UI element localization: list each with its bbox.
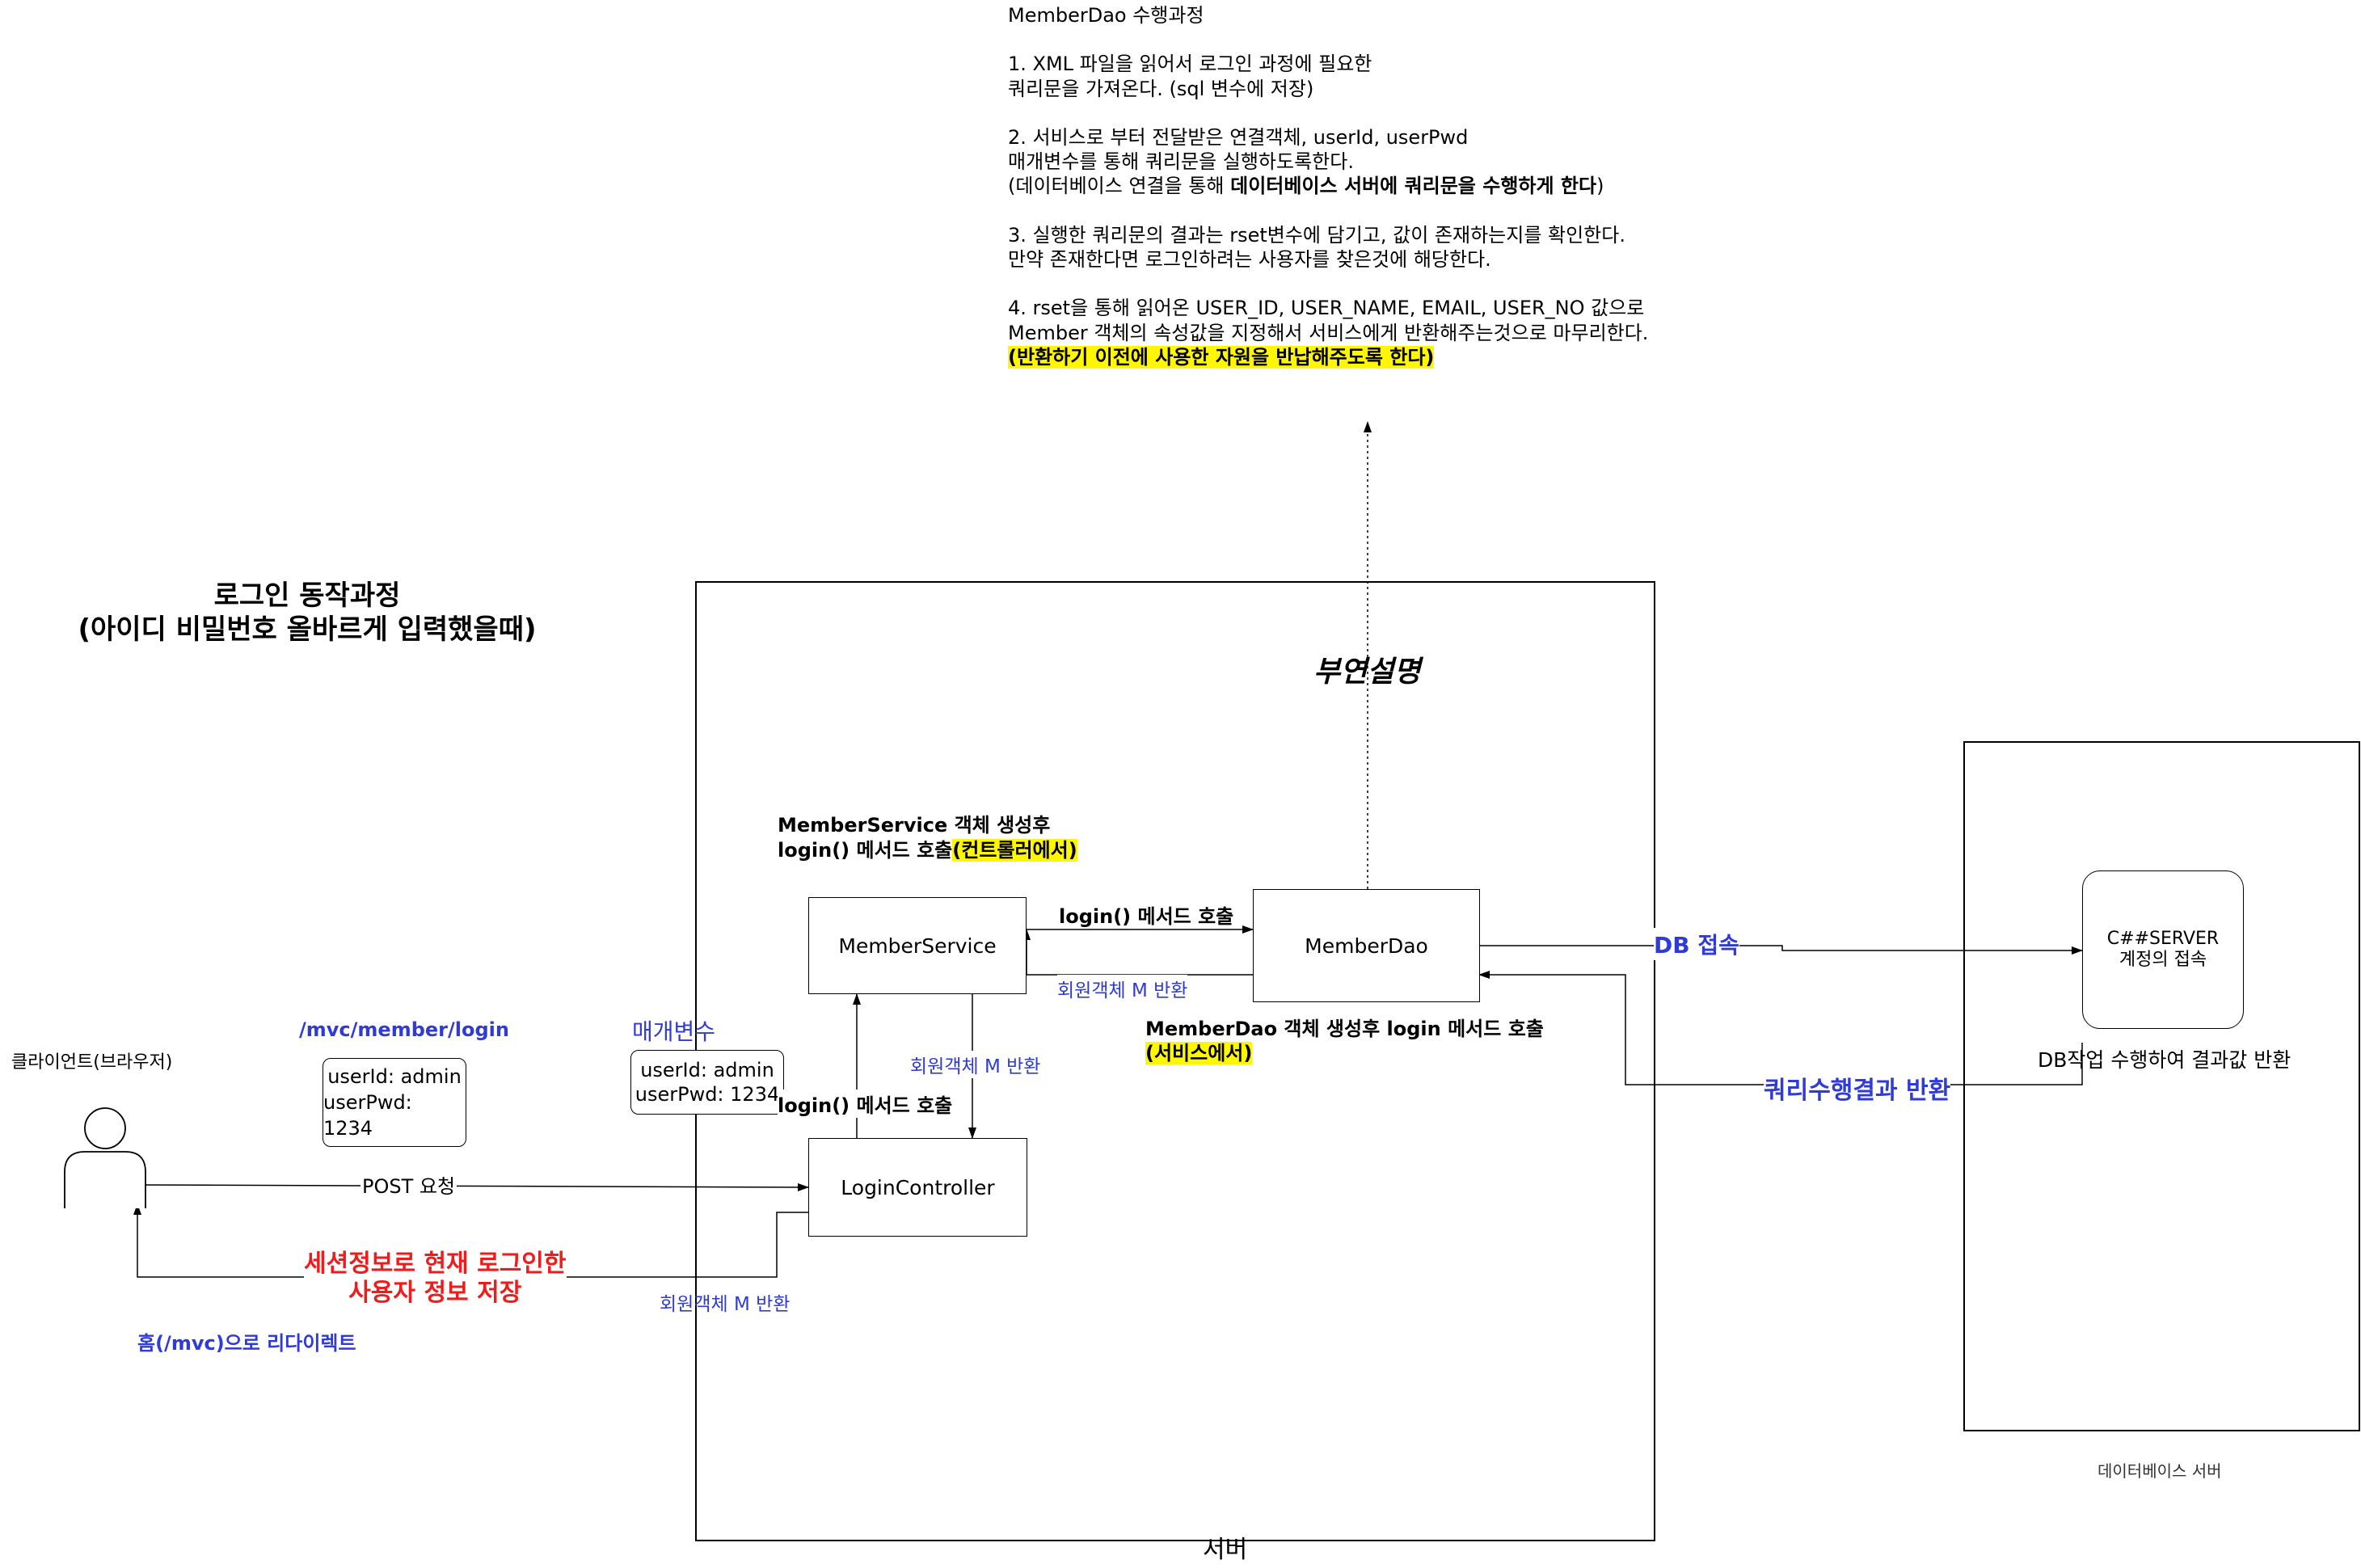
member-service-label: MemberService	[838, 934, 997, 958]
redirect-arrow	[133, 1203, 808, 1278]
member-dao-box: MemberDao	[1253, 889, 1480, 1002]
notes-step3-line1: 3. 실행한 쿼리문의 결과는 rset변수에 담기고, 값이 존재하는지를 확…	[1008, 223, 1625, 247]
post-request-label: POST 요청	[360, 1170, 457, 1199]
db-server-frame	[1963, 741, 2360, 1431]
redirect-label: 홈(/mvc)으로 리다이렉트	[137, 1332, 356, 1355]
service-note-line2a: login() 메서드 호출	[778, 839, 953, 862]
query-result-label: 쿼리수행결과 반환	[1764, 1070, 1951, 1106]
param-label: 매개변수	[632, 1018, 716, 1045]
dao-to-service-arrow	[1022, 929, 1253, 976]
dao-create-note: MemberDao 객체 생성후 login 메서드 호출 (서비스에서)	[1145, 1017, 1544, 1065]
dao-note-line1: MemberDao 객체 생성후 login 메서드 호출	[1145, 1018, 1544, 1040]
notes-step2-line2: 매개변수를 통해 쿼리문을 실행하도록한다.	[1008, 150, 1354, 174]
server-label: 서버	[1203, 1536, 1248, 1564]
session-line2: 사용자 정보 저장	[348, 1279, 522, 1307]
diagram-title: 로그인 동작과정 (아이디 비밀번호 올바르게 입력했을때)	[0, 579, 614, 647]
dao-note-line2: (서비스에서)	[1145, 1042, 1253, 1064]
return-m-right: 회원객체 M 반환	[910, 1051, 1041, 1078]
notes-step2-line3-b: 데이터베이스 서버에 쿼리문을 수행하게 한다	[1230, 175, 1597, 198]
param-userid: userId: admin	[327, 1065, 462, 1088]
db-account-line1: C##SERVER	[2106, 929, 2220, 949]
diagram-title-line2: (아이디 비밀번호 올바르게 입력했을때)	[78, 613, 537, 646]
notes-step2-line3-a: (데이터베이스 연결을 통해	[1008, 175, 1231, 198]
diagram-title-line1: 로그인 동작과정	[213, 580, 401, 612]
db-server-label: 데이터베이스 서버	[2097, 1461, 2222, 1481]
notes-step2-line3-c: )	[1596, 175, 1604, 198]
login-controller-label: LoginController	[841, 1175, 995, 1199]
member-service-box: MemberService	[808, 897, 1027, 994]
service-create-note: MemberService 객체 생성후 login() 메서드 호출(컨트롤러…	[778, 813, 1077, 863]
client-label: 클라이언트(브라우저)	[11, 1052, 173, 1073]
service-note-line1: MemberService 객체 생성후	[778, 814, 1051, 837]
session-line1: 세션정보로 현재 로그인한	[304, 1250, 567, 1278]
notes-step4-line2: Member 객체의 속성값을 지정해서 서비스에게 반환해주는것으로 마무리한…	[1008, 321, 1649, 344]
param-userpwd: userPwd: 1234	[323, 1091, 412, 1140]
post-request-arrow	[137, 1182, 809, 1191]
user-icon	[64, 1107, 146, 1208]
login-call-from-service: login() 메서드 호출	[1059, 905, 1234, 928]
session-save-label: 세션정보로 현재 로그인한 사용자 정보 저장	[304, 1250, 567, 1308]
notes-step2-line3: (데이터베이스 연결을 통해 데이터베이스 서버에 쿼리문을 수행하게 한다)	[1008, 174, 1648, 198]
db-account-box: C##SERVER 계정의 접속	[2082, 870, 2244, 1029]
return-m-bottom: 회원객체 M 반환	[660, 1294, 791, 1315]
extra-explanation-label: 부연설명	[1313, 655, 1421, 689]
param2-userid: userId: admin	[640, 1059, 774, 1081]
param2-userpwd: userPwd: 1234	[635, 1083, 780, 1106]
request-url: /mvc/member/login	[299, 1018, 509, 1041]
service-note-line2b: (컨트롤러에서)	[952, 839, 1077, 862]
notes-step1-line1: 1. XML 파일을 읽어서 로그인 과정에 필요한	[1008, 53, 1372, 76]
notes-step4-line1: 4. rset을 통해 읽어온 USER_ID, USER_NAME, EMAI…	[1008, 297, 1645, 320]
login-controller-box: LoginController	[808, 1138, 1027, 1237]
member-dao-label: MemberDao	[1305, 934, 1428, 958]
notes-step3-line2: 만약 존재한다면 로그인하려는 사용자를 찾은것에 해당한다.	[1008, 248, 1491, 272]
db-to-dao-arrow	[1478, 971, 2083, 1085]
db-connect-label: DB 접속	[1654, 928, 1739, 960]
notes-step1-line2: 쿼리문을 가져온다. (sql 변수에 저장)	[1008, 77, 1314, 100]
dao-to-db-arrow	[1479, 945, 2083, 955]
db-work-label: DB작업 수행하여 결과값 반환	[2038, 1048, 2291, 1072]
return-m-mid: 회원객체 M 반환	[1057, 975, 1188, 1002]
notes-step4-line3: (반환하기 이전에 사용한 자원을 반납해주도록 한다)	[1008, 345, 1435, 369]
notes-step2-line1: 2. 서비스로 부터 전달받은 연결객체, userId, userPwd	[1008, 126, 1469, 150]
login-call-from-controller: login() 메서드 호출	[778, 1090, 953, 1118]
db-account-line2: 계정의 접속	[2119, 950, 2207, 970]
method-params-box: userId: admin userPwd: 1234	[630, 1050, 784, 1115]
request-params-box: userId: admin userPwd: 1234	[323, 1058, 466, 1147]
notes-title: MemberDao 수행과정	[1008, 4, 1204, 27]
dao-process-notes: MemberDao 수행과정 1. XML 파일을 읽어서 로그인 과정에 필요…	[1008, 3, 1648, 369]
